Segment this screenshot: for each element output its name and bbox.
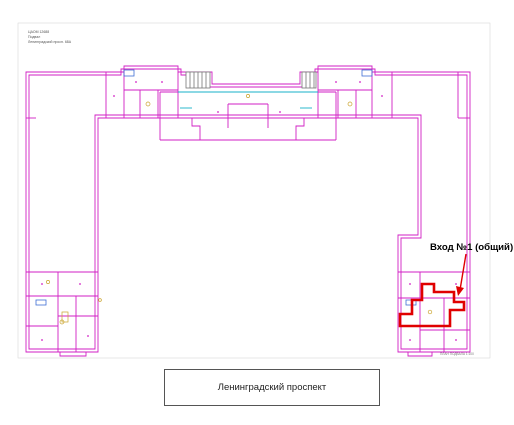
header-line-3: Ленинградский просп. 68А xyxy=(28,40,72,44)
entrance-label: Вход №1 (общий) xyxy=(430,242,513,253)
room-markers xyxy=(41,81,457,341)
header-line-1: ЦАОМ 12688 xyxy=(28,30,49,34)
entrance-arrow xyxy=(456,253,467,296)
drawing-stamp: ПЛАН ПОДВАЛА 1:100 xyxy=(440,352,474,356)
drawing-sheet xyxy=(17,22,491,359)
stair-marks xyxy=(35,69,417,306)
detail-marks xyxy=(46,94,433,325)
building-walls xyxy=(25,65,471,357)
staircase-blocks xyxy=(185,71,317,89)
header-line-2: Подвал xyxy=(28,35,40,39)
street-label: Ленинградский проспект xyxy=(217,382,327,393)
entrance-highlight xyxy=(398,282,466,328)
street-label-box: Ленинградский проспект xyxy=(164,369,380,406)
utility-lines xyxy=(178,91,318,109)
